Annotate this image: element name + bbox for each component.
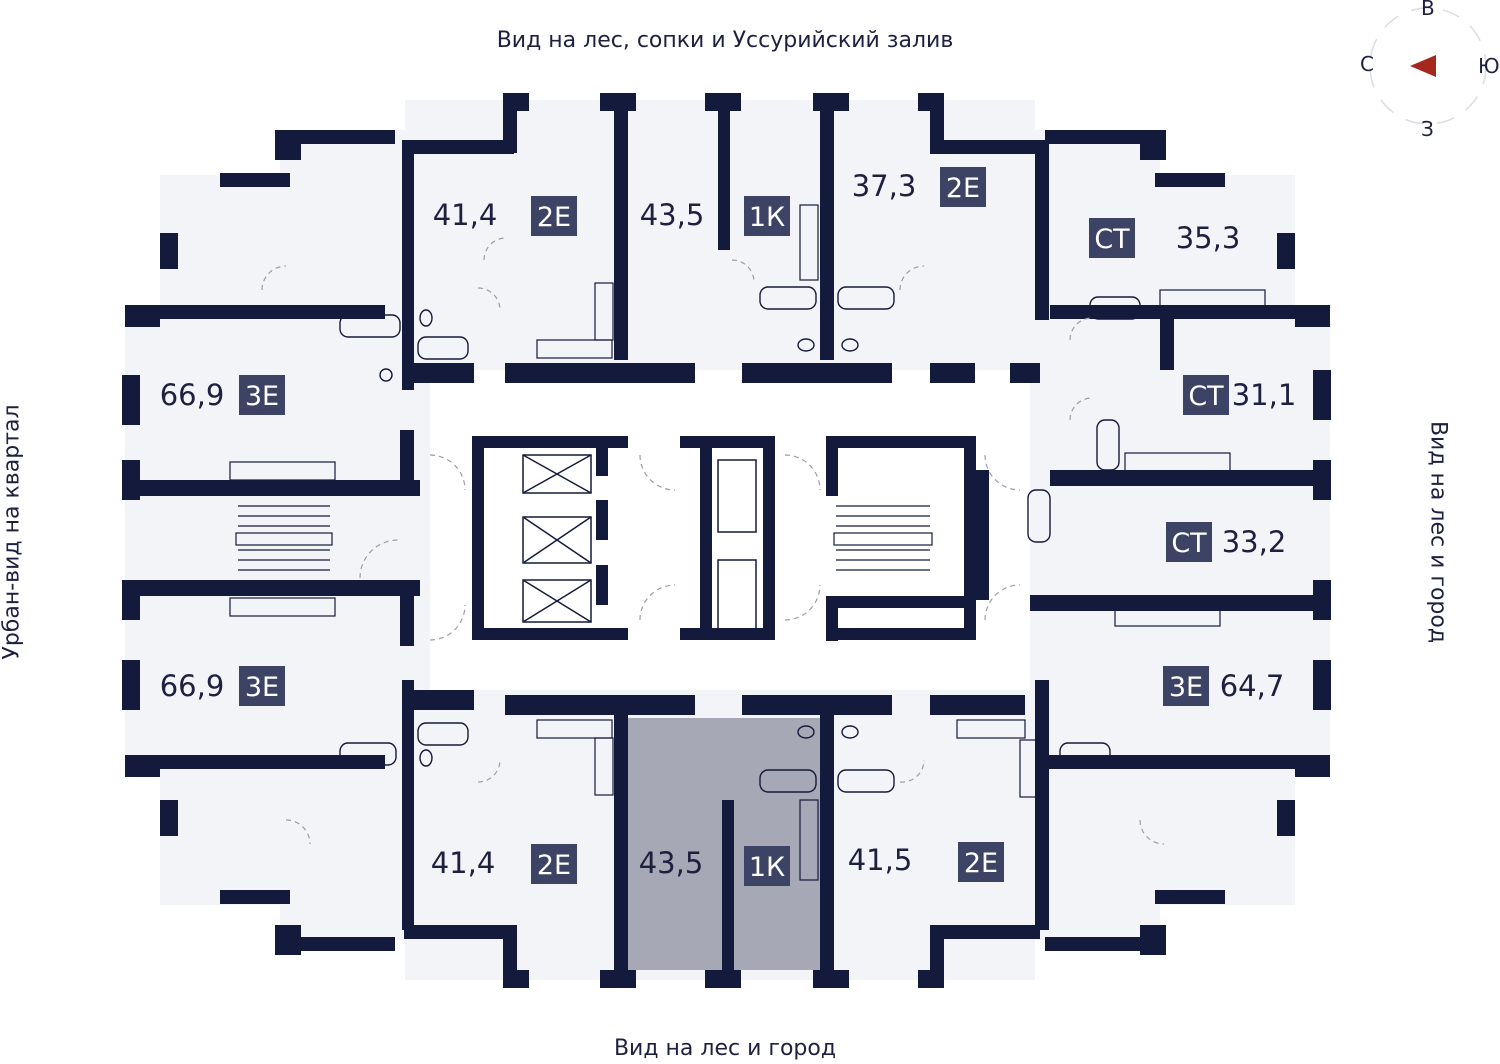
unit-type-badges: 2Е 1К 2Е СТ СТ СТ 3Е 3Е 3Е 2Е 1К 2Е xyxy=(239,167,1229,886)
selected-unit-highlight[interactable] xyxy=(627,718,823,970)
walls xyxy=(122,93,1331,988)
area-u-bot-b: 43,5 xyxy=(639,846,704,880)
area-u-top-a: 41,4 xyxy=(433,198,498,232)
compass xyxy=(1369,7,1487,125)
type-u-right-a: СТ xyxy=(1094,224,1130,255)
stairwells xyxy=(235,505,933,571)
compass-east: В xyxy=(1421,0,1435,20)
door-swings xyxy=(261,237,1165,845)
area-u-left-a: 66,9 xyxy=(160,378,225,412)
type-u-left-a: 3Е xyxy=(245,381,279,412)
type-u-top-a: 2Е xyxy=(537,202,571,233)
unit-areas: 41,4 43,5 37,3 35,3 31,1 33,2 64,7 66,9 … xyxy=(160,169,1297,880)
view-label-top: Вид на лес, сопки и Уссурийский залив xyxy=(496,28,954,53)
area-u-right-a: 35,3 xyxy=(1176,221,1241,255)
compass-arrow-icon xyxy=(1410,55,1436,77)
type-u-left-b: 3Е xyxy=(245,672,279,703)
type-u-bot-b: 1К xyxy=(749,852,785,883)
type-u-right-c: СТ xyxy=(1171,528,1207,559)
type-u-right-b: СТ xyxy=(1188,381,1224,412)
area-u-top-b: 43,5 xyxy=(640,198,705,232)
compass-north: С xyxy=(1360,52,1374,76)
type-u-top-c: 2Е xyxy=(946,173,980,204)
kitchen-counters xyxy=(229,204,1266,881)
area-u-right-b: 31,1 xyxy=(1232,378,1297,412)
compass-west: З xyxy=(1421,117,1434,141)
view-label-bottom: Вид на лес и город xyxy=(613,1036,837,1061)
area-u-right-d: 64,7 xyxy=(1220,669,1285,703)
bathroom-fixtures xyxy=(339,286,1141,793)
area-u-left-b: 66,9 xyxy=(160,669,225,703)
type-u-bot-c: 2Е xyxy=(964,848,998,879)
type-u-right-d: 3Е xyxy=(1169,672,1203,703)
type-u-top-b: 1К xyxy=(749,202,785,233)
compass-south: Ю xyxy=(1478,54,1500,78)
area-u-top-c: 37,3 xyxy=(852,169,917,203)
area-u-bot-c: 41,5 xyxy=(848,843,913,877)
type-u-bot-a: 2Е xyxy=(537,850,571,881)
area-u-bot-a: 41,4 xyxy=(431,846,496,880)
lift-shafts xyxy=(522,454,757,631)
area-u-right-c: 33,2 xyxy=(1222,525,1287,559)
